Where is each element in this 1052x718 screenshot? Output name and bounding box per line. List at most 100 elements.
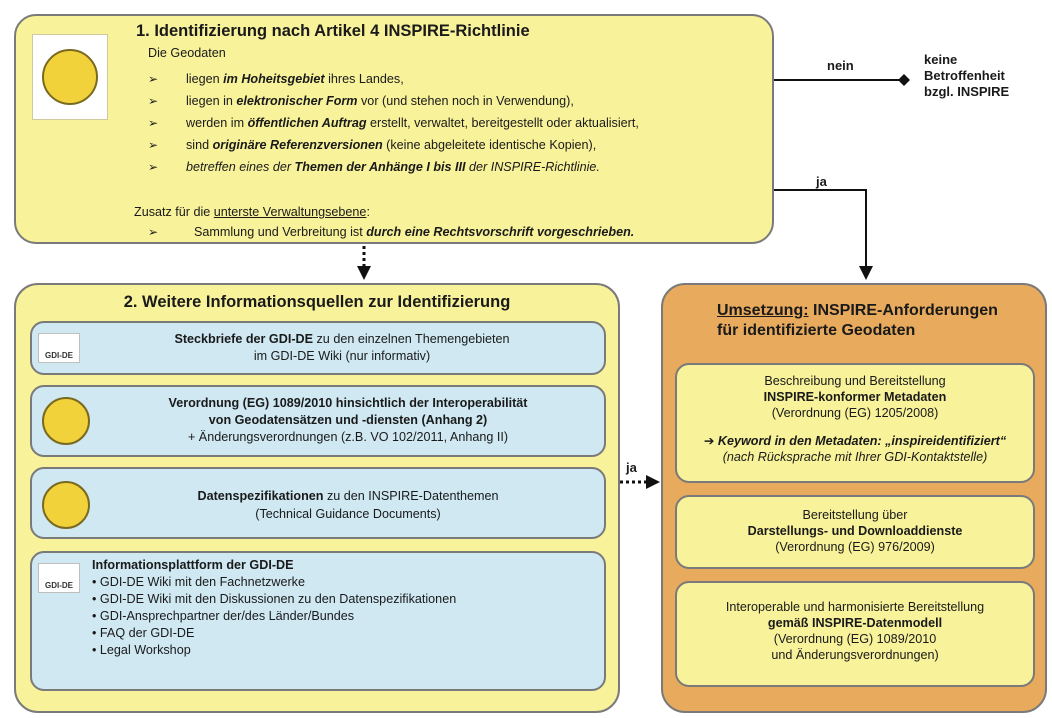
steckbriefe-line-2: im GDI-DE Wiki (nur informativ) (253, 349, 431, 363)
ja-arrowhead (859, 266, 873, 280)
bullet-arrow-icon: ➢ (148, 138, 159, 152)
bullet-arrow-icon: ➢ (148, 225, 159, 239)
verordnung-line-1: Verordnung (EG) 1089/2010 hinsichtlich d… (168, 396, 528, 410)
box1-title: 1. Identifizierung nach Artikel 4 INSPIR… (136, 22, 530, 40)
rechtsvorschrift-line: ➢ Sammlung und Verbreitung ist durch eine… (148, 225, 634, 239)
plattform-bullet-text: GDI-DE Wiki mit den Diskussionen zu den … (99, 592, 457, 606)
box3-title-rest: INSPIRE-Anforderungen (808, 302, 998, 319)
dienste-line-2: Darstellungs- und Downloaddienste (747, 524, 963, 538)
steckbriefe-line-1: Steckbriefe der GDI-DE zu den einzelnen … (92, 331, 592, 348)
steckbriefe-bold: Steckbriefe der GDI-DE (174, 332, 314, 346)
criteria-em: öffentlichen Auftrag (247, 116, 367, 130)
criteria-text: erstellt, verwaltet, bereitgestellt oder… (366, 116, 639, 130)
criteria-text: liegen (186, 72, 224, 86)
criteria-em: elektronischer Form (236, 94, 358, 108)
zusatz-colon: : (366, 205, 370, 219)
gdi-de-logo-icon: GDI-DE (38, 333, 80, 363)
criteria-em: im Hoheitsgebiet (223, 72, 325, 86)
rechtsvorschrift-text: Sammlung und Verbreitung ist (194, 225, 367, 239)
bullet-arrow-icon: ➢ (148, 160, 159, 174)
verordnung-line-2: von Geodatensätzen und -diensten (Anhang… (208, 413, 488, 427)
bullet-arrow-icon: ➢ (148, 72, 159, 86)
ja-connector (774, 189, 867, 268)
metadaten-keyword: ➔ Keyword in den Metadaten: „inspireiden… (703, 434, 1007, 448)
plattform-bullet-text: Legal Workshop (99, 643, 191, 657)
datenmodell-line-4: und Änderungsverordnungen) (771, 648, 939, 662)
verordnung-line-3: + Änderungsverordnungen (z.B. VO 102/201… (187, 430, 509, 444)
criteria-em: Themen der Anhänge I bis III (294, 160, 466, 174)
rechtsvorschrift-em: durch eine Rechtsvorschrift vorgeschrieb… (366, 225, 635, 239)
criteria-item: ➢ werden im öffentlichen Auftrag erstellt… (148, 112, 768, 134)
datenmodell-line-3: (Verordnung (EG) 1089/2010 (773, 632, 937, 646)
plattform-text: Informationsplattform der GDI-DE • GDI-D… (92, 557, 456, 659)
metadaten-line-2: INSPIRE-konformer Metadaten (763, 390, 947, 404)
keine-line-3: bzgl. INSPIRE (924, 84, 1010, 99)
ja-label-top: ja (816, 174, 827, 189)
criteria-item: ➢ sind originäre Referenzversionen (keine… (148, 134, 768, 156)
plattform-bullet-text: GDI-Ansprechpartner der/des Länder/Bunde… (99, 609, 355, 623)
datenspez-line-2: (Technical Guidance Documents) (255, 507, 441, 521)
datenspez-text: Datenspezifikationen zu den INSPIRE-Date… (98, 487, 598, 523)
informationsquellen-box: 2. Weitere Informationsquellen zur Ident… (14, 283, 620, 713)
criteria-list: ➢ liegen im Hoheitsgebiet ihres Landes, ➢… (148, 68, 768, 178)
umsetzung-box: Umsetzung: INSPIRE-Anforderungen für ide… (661, 283, 1047, 713)
datenspez-line-1: Datenspezifikationen zu den INSPIRE-Date… (98, 487, 598, 505)
plattform-bullet: • GDI-Ansprechpartner der/des Länder/Bun… (92, 609, 355, 623)
criteria-item: ➢ betreffen eines der Themen der Anhänge … (148, 156, 768, 178)
box3-title-line-2: für identifizierte Geodaten (717, 322, 916, 339)
metadaten-line-3: (Verordnung (EG) 1205/2008) (771, 406, 939, 420)
steckbriefe-item: GDI-DE Steckbriefe der GDI-DE zu den ein… (30, 321, 606, 375)
verordnung-text: Verordnung (EG) 1089/2010 hinsichtlich d… (98, 395, 598, 446)
datenmodell-item: Interoperable und harmonisierte Bereitst… (675, 581, 1035, 687)
criteria-em: originäre Referenzversionen (212, 138, 383, 152)
criteria-text: sind (186, 138, 213, 152)
box3-title-line-1: Umsetzung: INSPIRE-Anforderungen (717, 301, 998, 321)
dienste-line-1: Bereitstellung über (802, 508, 908, 522)
criteria-text: liegen in (186, 94, 237, 108)
dotted-right-arrowhead (646, 475, 660, 489)
criteria-text: betreffen eines der (186, 160, 295, 174)
datenspezifikationen-item: Datenspezifikationen zu den INSPIRE-Date… (30, 467, 606, 539)
criteria-text: (keine abgeleitete identische Kopien), (382, 138, 597, 152)
gdi-de-logo-icon: GDI-DE (38, 563, 80, 593)
plattform-bullet: • GDI-DE Wiki mit den Fachnetzwerke (92, 575, 305, 589)
inspire-logo-icon (42, 49, 98, 105)
plattform-bullet: • GDI-DE Wiki mit den Diskussionen zu de… (92, 592, 457, 606)
metadaten-note: (nach Rücksprache mit Ihrer GDI-Kontakts… (722, 450, 988, 464)
datenspez-rest: zu den INSPIRE-Datenthemen (323, 489, 499, 503)
zusatz-text: Zusatz für die (134, 205, 214, 219)
criteria-text: werden im (186, 116, 248, 130)
criteria-text: der INSPIRE-Richtlinie. (465, 160, 600, 174)
informationsplattform-item: GDI-DE Informationsplattform der GDI-DE … (30, 551, 606, 691)
inspire-logo-icon (42, 397, 90, 445)
ja-label-mid: ja (626, 460, 637, 475)
nein-diamond (898, 74, 910, 86)
keine-betroffenheit: keine Betroffenheit bzgl. INSPIRE (924, 52, 1009, 100)
box2-title: 2. Weitere Informationsquellen zur Ident… (123, 293, 511, 311)
plattform-bullet: • Legal Workshop (92, 643, 191, 657)
box1-intro: Die Geodaten (148, 46, 226, 60)
plattform-bullet-text: FAQ der GDI-DE (99, 626, 195, 640)
dienste-line-3: (Verordnung (EG) 976/2009) (775, 540, 935, 554)
verordnung-item: Verordnung (EG) 1089/2010 hinsichtlich d… (30, 385, 606, 457)
criteria-text: vor (und stehen noch in Verwendung), (357, 94, 574, 108)
bullet-arrow-icon: ➢ (148, 116, 159, 130)
datenmodell-line-2: gemäß INSPIRE-Datenmodell (767, 616, 943, 630)
dienste-item: Bereitstellung über Darstellungs- und Do… (675, 495, 1035, 569)
zusatz-line: Zusatz für die unterste Verwaltungsebene… (134, 205, 370, 219)
criteria-item: ➢ liegen in elektronischer Form vor (und … (148, 90, 768, 112)
criteria-text: ihres Landes, (324, 72, 404, 86)
plattform-bullet: • FAQ der GDI-DE (92, 626, 195, 640)
box3-title-underlined: Umsetzung: (717, 302, 809, 319)
bullet-arrow-icon: ➢ (148, 94, 159, 108)
datenmodell-line-1: Interoperable und harmonisierte Bereitst… (725, 600, 985, 614)
identifizierung-box: 1. Identifizierung nach Artikel 4 INSPIR… (14, 14, 774, 244)
dotted-down-arrowhead (357, 266, 371, 280)
metadaten-item: Beschreibung und Bereitstellung INSPIRE-… (675, 363, 1035, 483)
nein-label: nein (827, 58, 854, 73)
zusatz-underlined: unterste Verwaltungsebene (213, 205, 367, 219)
keine-line-2: Betroffenheit (924, 68, 1005, 83)
plattform-title: Informationsplattform der GDI-DE (92, 558, 294, 572)
criteria-item: ➢ liegen im Hoheitsgebiet ihres Landes, (148, 68, 768, 90)
